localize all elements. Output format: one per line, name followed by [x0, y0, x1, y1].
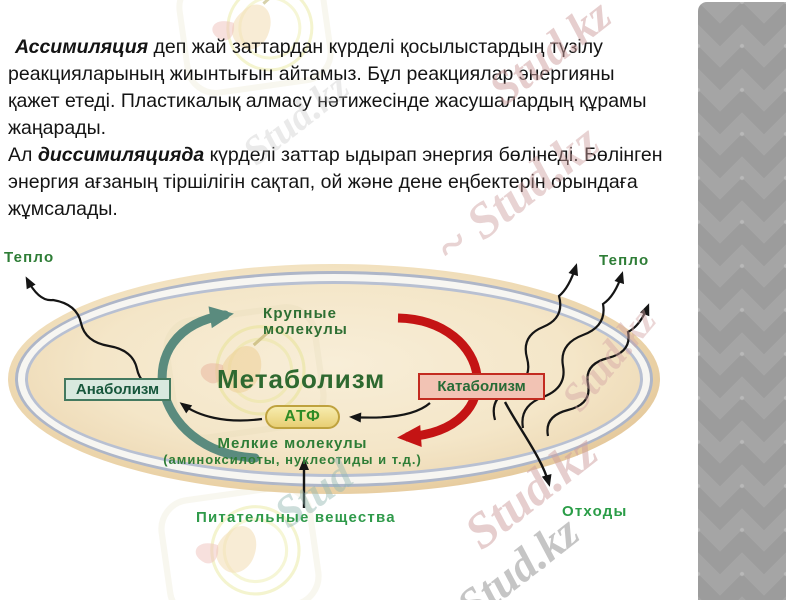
diagram-arrows — [25, 263, 650, 508]
paragraph-dissimilation-lead: Ал — [8, 144, 38, 166]
waste-label: Отходы — [562, 503, 628, 520]
side-panel-pattern — [698, 2, 786, 600]
term-dissimilation: диссимиляцияда — [37, 144, 205, 166]
arrow-catabolism-to-atp — [349, 402, 431, 423]
intro-text: Ассимиляция деп жай заттардан күрделі қо… — [8, 34, 670, 223]
heat-wavy-arrow-right-2 — [521, 271, 625, 429]
heat-wavy-arrow-left — [25, 276, 166, 394]
paragraph-assimilation-rest: деп жай заттардан күрделі қосылыстардың … — [8, 36, 647, 139]
small-molecules-line2: (аминоксилоты, нуклеотиды и т.д.) — [163, 452, 422, 467]
atp-pill: АТФ — [265, 405, 340, 429]
heat-wavy-arrow-right-3 — [546, 303, 650, 437]
metabolism-title: Метаболизм — [217, 364, 386, 394]
arrow-atp-to-anabolism — [179, 402, 263, 422]
paragraph-dissimilation: Ал диссимиляцияда күрделі заттар ыдырап … — [8, 142, 670, 223]
heat-label-right: Тепло — [599, 252, 650, 269]
catabolism-box: Катаболизм — [418, 373, 545, 400]
heat-label-left: Тепло — [4, 249, 55, 266]
small-molecules-line1: Мелкие молекулы — [217, 435, 368, 452]
arrow-waste-out — [503, 401, 552, 487]
large-molecules-line1: Крупные — [263, 305, 338, 322]
anabolism-box: Анаболизм — [64, 378, 171, 401]
large-molecules-line2: молекулы — [263, 321, 348, 338]
paragraph-assimilation: Ассимиляция деп жай заттардан күрделі қо… — [8, 34, 670, 142]
small-molecules-label: Мелкие молекулы (аминоксилоты, нуклеотид… — [140, 436, 445, 468]
large-molecules-label: Крупные молекулы — [263, 306, 348, 338]
term-assimilation: Ассимиляция — [15, 36, 149, 58]
paragraph-dissimilation-rest: күрделі заттар ыдырап энергия бөлінеді. … — [8, 144, 663, 220]
cell-ellipse — [8, 264, 660, 494]
nutrients-label: Питательные вещества — [196, 509, 396, 526]
